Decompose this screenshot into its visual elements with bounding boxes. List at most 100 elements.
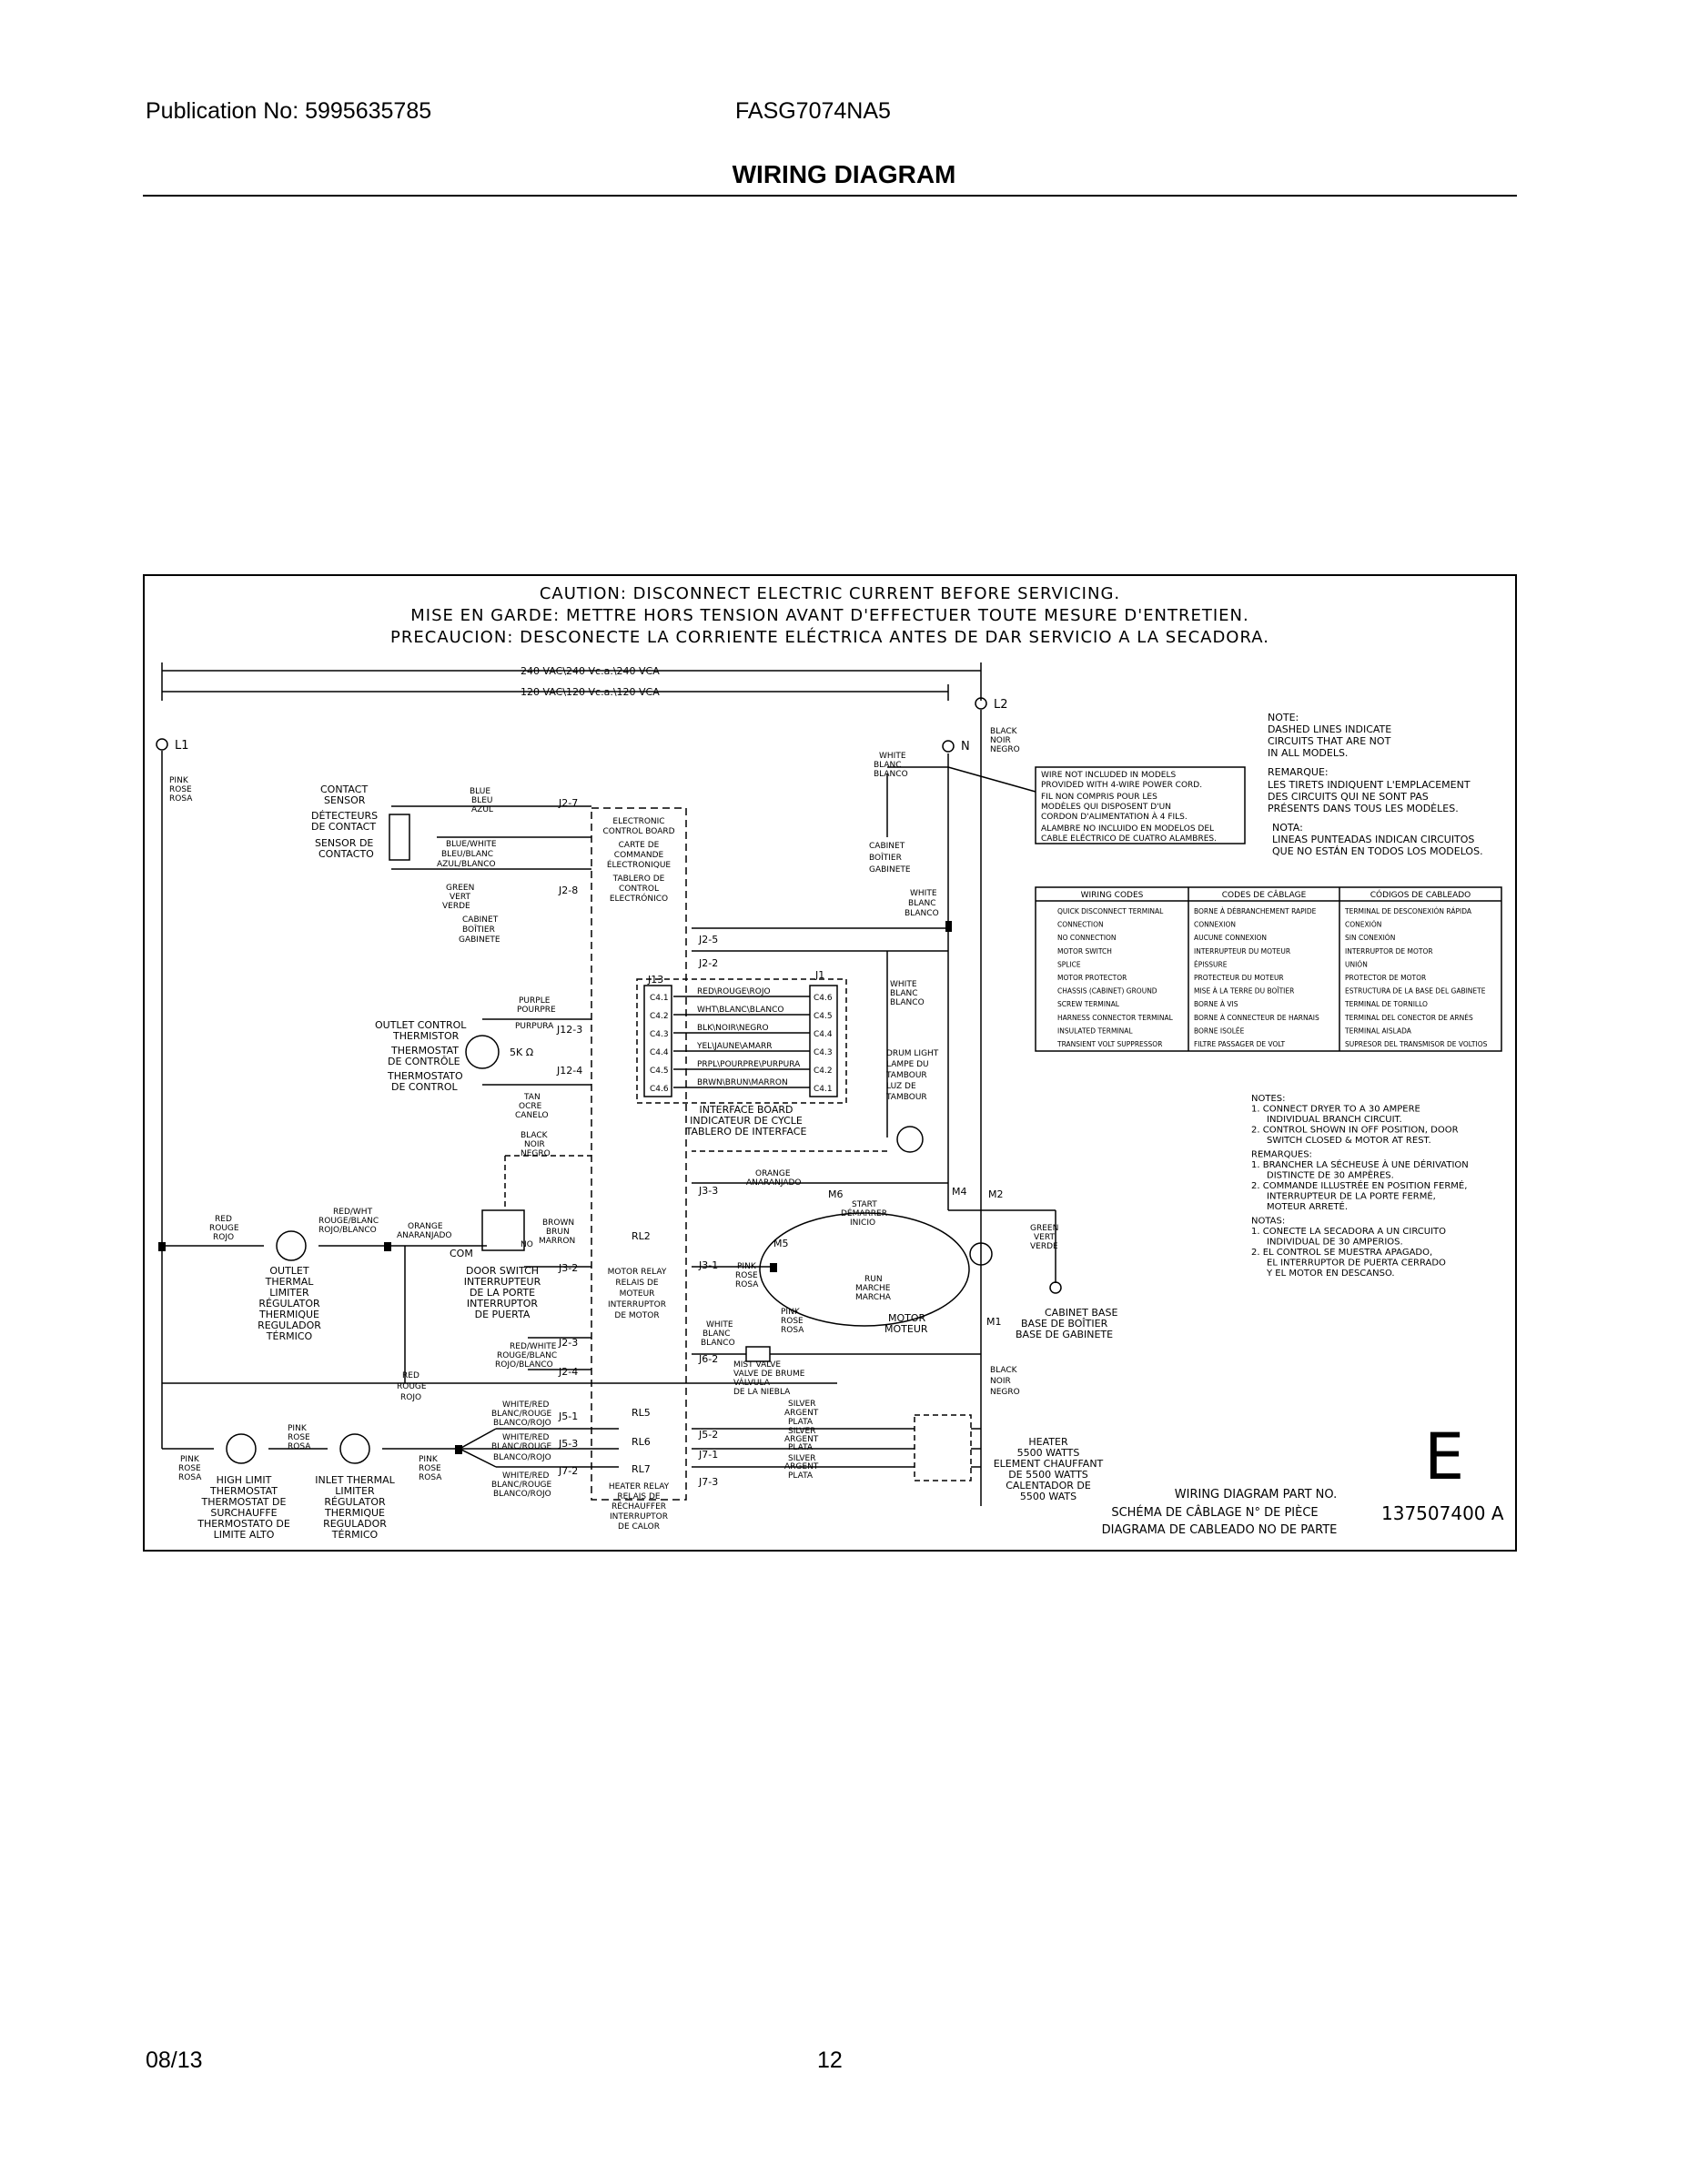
wiring-code-row-6-col-0: CHASSIS (CABINET) GROUND (1057, 987, 1157, 996)
j3-3-label: J3-3 (698, 1185, 718, 1197)
inlet-limiter-5: TÉRMICO (331, 1529, 379, 1541)
dashed-note-6: DES CIRCUITS QUI NE SONT PAS (1268, 791, 1429, 803)
caution-fr: MISE EN GARDE: METTRE HORS TENSION AVANT… (410, 606, 1249, 625)
outlet-control-1: THERMISTOR (392, 1030, 460, 1042)
motor-relay-1: RELAIS DE (615, 1279, 658, 1288)
drum-light-1: LAMPE DU (886, 1060, 929, 1069)
note-line-11: NOTAS: (1251, 1217, 1285, 1227)
white-mist-1: BLANC (702, 1330, 731, 1339)
white-mist-2: BLANCO (701, 1339, 735, 1348)
ecb-5: TABLERO DE (612, 875, 665, 884)
note-line-2: INDIVIDUAL BRANCH CIRCUIT. (1267, 1115, 1402, 1125)
note-line-8: 2. COMMANDE ILLUSTRÉE EN POSITION FERMÉ, (1251, 1179, 1467, 1191)
orange-left-0: ORANGE (408, 1222, 443, 1231)
drum-light-0: DRUM LIGHT (886, 1049, 939, 1058)
white-lamp-2: BLANCO (890, 998, 925, 1007)
wiring-code-row-1-col-0: CONNECTION (1057, 921, 1104, 929)
thermistor-5k: 5K Ω (510, 1046, 533, 1058)
white-red-2-2: BLANCO/ROJO (493, 1453, 551, 1462)
codes-header-es: CÓDIGOS DE CABLEADO (1370, 889, 1471, 900)
j13-pin-2: C4.3 (650, 1030, 669, 1039)
red-white-0: RED/WHITE (510, 1342, 557, 1351)
high-limit-4: THERMOSTATO DE (197, 1518, 290, 1530)
orange-left-1: ANARANJADO (397, 1231, 452, 1240)
ecb-1: CONTROL BOARD (602, 827, 674, 836)
silver-3-0: SILVER (788, 1454, 816, 1463)
high-limit-1: THERMOSTAT (209, 1485, 278, 1497)
harness-wire-5: BRWN\BRUN\MARRON (697, 1078, 788, 1087)
blue-2: AZUL (471, 805, 493, 814)
black-l2-2: NEGRO (990, 745, 1020, 754)
contact-sensor-5: CONTACTO (318, 848, 374, 860)
harness-labels: RED\ROUGE\ROJOWHT\BLANC\BLANCOBLK\NOIR\N… (696, 987, 801, 1087)
outlet-control-0: OUTLET CONTROL (375, 1019, 467, 1031)
note-line-13: INDIVIDUAL DE 30 AMPERIOS. (1267, 1238, 1403, 1248)
contact-sensor-3: DE CONTACT (311, 821, 376, 833)
outlet-limiter-5: REGULADOR (258, 1320, 321, 1331)
j1-pins: C4.6C4.5C4.4C4.3C4.2C4.1 (814, 994, 833, 1094)
j13-pin-1: C4.2 (650, 1012, 669, 1021)
orange-j33-0: ORANGE (755, 1169, 791, 1178)
harness-wire-3: YEL\JAUNE\AMARR (696, 1042, 773, 1051)
outlet-control-5: DE CONTROL (391, 1081, 459, 1093)
m1-label: M1 (986, 1316, 1002, 1328)
white-lamp-1: BLANC (890, 989, 918, 998)
dashed-note-3: IN ALL MODELS. (1268, 747, 1348, 759)
ecb-6: CONTROL (619, 885, 659, 894)
blue-white-0: BLUE/WHITE (446, 840, 497, 849)
cabinet-sensor-1: BOÎTIER (462, 924, 495, 935)
rl7-label: RL7 (632, 1463, 651, 1475)
j12-4-label: J12-4 (556, 1065, 582, 1077)
wiring-code-row-0-col-2: TERMINAL DE DESCONEXIÓN RÁPIDA (1344, 907, 1472, 915)
dashed-note-4: REMARQUE: (1268, 766, 1329, 778)
green-sensor-0: GREEN (446, 884, 474, 893)
j2-4-label: J2-4 (558, 1366, 578, 1378)
note-line-6: 1. BRANCHER LA SÉCHEUSE À UNE DÉRIVATION (1251, 1158, 1469, 1170)
wiring-code-row-2-col-0: NO CONNECTION (1057, 934, 1117, 942)
wiring-code-row-5-col-1: PROTECTEUR DU MOTEUR (1194, 974, 1284, 982)
wire-note-5: ALAMBRE NO INCLUIDO EN MODELOS DEL (1041, 824, 1214, 834)
ecb-7: ELECTRÓNICO (610, 893, 668, 904)
contact-sensor-1: SENSOR (324, 794, 366, 806)
contact-sensor-0: CONTACT (320, 784, 368, 795)
ecb-0: ELECTRONIC (612, 817, 664, 826)
tan-0: TAN (523, 1093, 541, 1102)
black-j33-2: NEGRO (521, 1149, 551, 1158)
inlet-limiter-1: LIMITER (335, 1485, 375, 1497)
pink-inlet-2: ROSA (419, 1473, 442, 1482)
run-0: RUN (864, 1275, 883, 1284)
note-line-15: EL INTERRUPTOR DE PUERTA CERRADO (1267, 1259, 1446, 1269)
black-l2-1: NOIR (990, 736, 1011, 745)
purple-0: PURPLE (519, 996, 551, 1006)
white-red-3-2: BLANCO/ROJO (493, 1490, 551, 1499)
orange-j33-1: ANARANJADO (746, 1178, 802, 1188)
high-limit-2: THERMOSTAT DE (201, 1496, 287, 1508)
caution-en: CAUTION: DISCONNECT ELECTRIC CURRENT BEF… (540, 584, 1120, 603)
inlet-limiter-labels: INLET THERMALLIMITERRÉGULATORTHERMIQUERE… (315, 1474, 395, 1541)
outlet-limiter-3: RÉGULATOR (258, 1298, 320, 1309)
white-red-2-0: WHITE/RED (502, 1433, 549, 1442)
door-com-label: COM (450, 1248, 473, 1259)
heater-1: 5500 WATTS (1017, 1447, 1080, 1459)
white-board-2: BLANCO (905, 909, 939, 918)
cabinet-sensor-2: GABINETE (459, 935, 500, 945)
m5-label: M5 (773, 1238, 789, 1249)
part-no-1: SCHÉMA DE CÂBLAGE N° DE PIÈCE (1111, 1505, 1318, 1520)
pink-j31-1: ROSE (735, 1271, 758, 1280)
wiring-code-row-8-col-0: HARNESS CONNECTOR TERMINAL (1057, 1014, 1174, 1022)
rl5-label: RL5 (632, 1407, 651, 1419)
n-label: N (961, 740, 970, 753)
high-limit-5: LIMITE ALTO (214, 1529, 275, 1541)
pink-hl-left-1: ROSE (178, 1464, 201, 1473)
green-motor-2: VERDE (1030, 1242, 1058, 1251)
wire-note-6: CABLE ELÉCTRICO DE CUATRO ALAMBRES. (1041, 833, 1217, 844)
j5-2-label: J5-2 (698, 1429, 718, 1441)
wire-note-2: FIL NON COMPRIS POUR LES (1041, 793, 1157, 802)
drum-light-4: TAMBOUR (885, 1093, 927, 1102)
revision-letter: E (1424, 1420, 1464, 1494)
notes-block: NOTES:1. CONNECT DRYER TO A 30 AMPEREIND… (1251, 1094, 1469, 1279)
dashed-note-9: LINEAS PUNTEADAS INDICAN CIRCUITOS (1272, 834, 1474, 845)
black-l2-0: BLACK (990, 727, 1018, 736)
